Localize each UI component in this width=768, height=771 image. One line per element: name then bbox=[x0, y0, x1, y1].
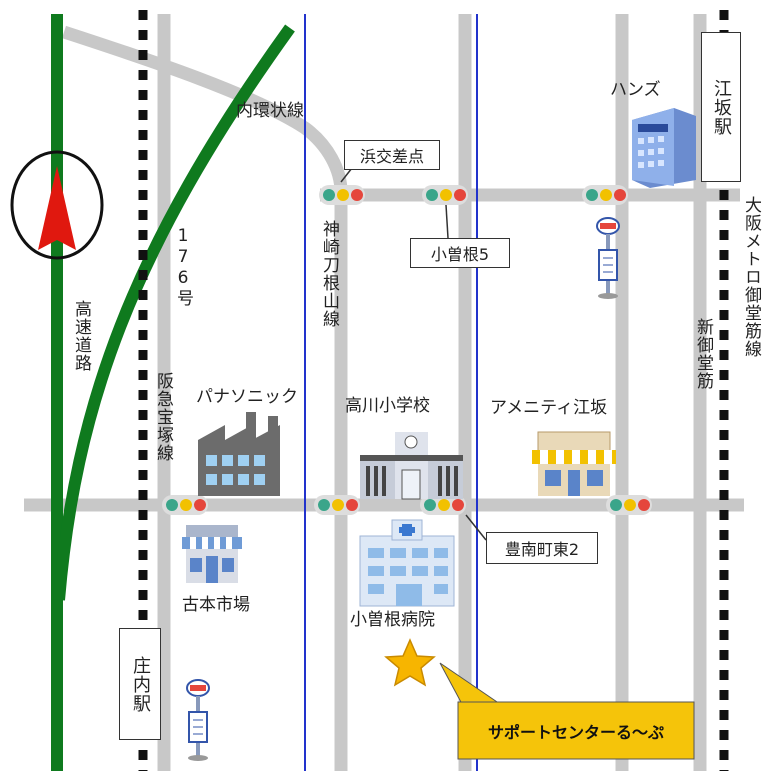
expressway-curve bbox=[53, 24, 295, 601]
shop-icon bbox=[532, 431, 616, 496]
building-icon bbox=[632, 108, 696, 188]
bus-stop-icon bbox=[186, 679, 210, 761]
star-icon bbox=[384, 638, 436, 687]
destination-callout bbox=[457, 701, 695, 760]
traffic-signal-icon bbox=[162, 495, 208, 515]
route176-label: 176号 bbox=[173, 226, 193, 307]
road-naikanjo bbox=[61, 25, 348, 193]
shop-icon bbox=[182, 525, 242, 583]
hamako-intersection: 浜交差点 bbox=[344, 140, 440, 170]
school-label: 高川小学校 bbox=[345, 396, 430, 416]
bus-stop-icon bbox=[596, 217, 620, 299]
shonai-station: 庄内駅 bbox=[119, 628, 161, 740]
naikanjo-label: 内環状線 bbox=[236, 101, 304, 121]
road-network bbox=[24, 14, 744, 771]
destination-label: サポートセンターる～ぷ bbox=[487, 722, 664, 742]
traffic-signal-icon bbox=[606, 495, 652, 515]
hands-label: ハンズ bbox=[610, 80, 661, 100]
traffic-signal-icon bbox=[422, 185, 468, 205]
hankyu-label: 阪急宝塚線 bbox=[153, 372, 173, 462]
market-label: 古本市場 bbox=[182, 595, 250, 615]
factory-icon bbox=[198, 412, 280, 496]
hospital-label: 小曽根病院 bbox=[350, 610, 435, 630]
esaka-station: 江坂駅 bbox=[701, 32, 741, 182]
panasonic-label: パナソニック bbox=[196, 387, 298, 407]
sone5-intersection: 小曽根5 bbox=[410, 238, 510, 268]
north-arrow-icon bbox=[10, 150, 104, 260]
shinmidosuji-label: 新御堂筋 bbox=[693, 318, 713, 390]
expressway-lines bbox=[51, 14, 295, 771]
kanzaki-label: 神崎刀根山線 bbox=[319, 220, 339, 328]
hospital-icon bbox=[359, 519, 455, 607]
traffic-signals bbox=[162, 185, 652, 515]
traffic-signal-icon bbox=[420, 495, 466, 515]
school-icon bbox=[360, 432, 463, 500]
traffic-signal-icon bbox=[314, 495, 360, 515]
traffic-signal-icon bbox=[582, 185, 628, 205]
metro-label: 大阪メトロ御堂筋線 bbox=[741, 196, 761, 358]
amenity-label: アメニティ江坂 bbox=[490, 398, 608, 418]
expressway-label: 高速道路 bbox=[71, 300, 91, 372]
traffic-signal-icon bbox=[319, 185, 365, 205]
toyominami-intersection: 豊南町東2 bbox=[486, 532, 598, 564]
